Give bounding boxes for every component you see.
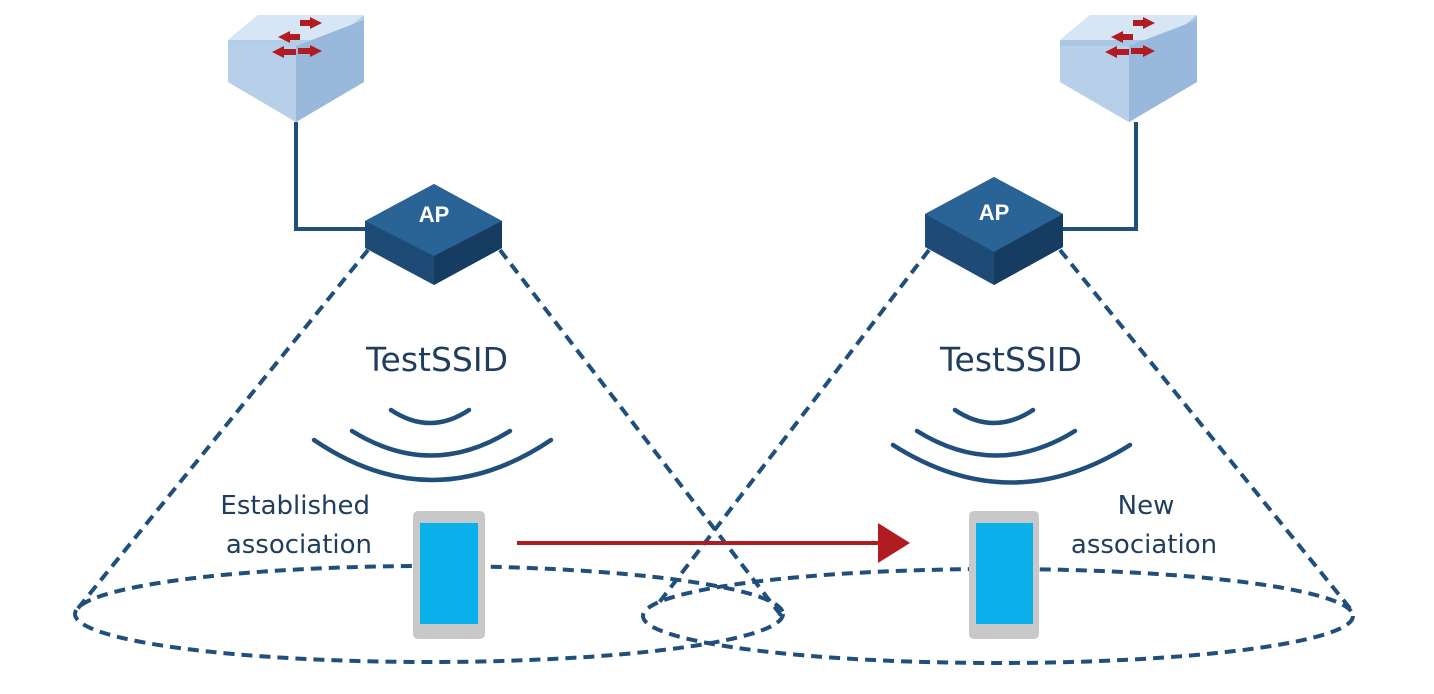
wireless-signal-icon (311, 407, 554, 483)
access-point-icon: AP (925, 177, 1063, 285)
switch-icon (1060, 15, 1197, 122)
coverage-area (641, 567, 1355, 665)
coverage-edge-left (656, 248, 931, 606)
association-label-line1: New (1118, 491, 1175, 521)
coverage-edge-right (1058, 248, 1355, 614)
association-label-line1: Established (220, 491, 370, 521)
switch-icon (228, 15, 364, 122)
ssid-label: TestSSID (365, 340, 508, 379)
ap-label: AP (979, 200, 1010, 225)
access-point-icon: AP (365, 184, 502, 285)
smartphone-icon (969, 511, 1039, 639)
association-label-line2: association (226, 530, 372, 560)
left-cell: AP TestSSID Established association (73, 15, 785, 664)
coverage-edge-left (73, 248, 370, 614)
wireless-signal-icon (890, 407, 1133, 485)
association-label-line2: association (1071, 530, 1217, 560)
right-cell: AP TestSSID New association (641, 15, 1355, 665)
ap-label: AP (419, 202, 450, 227)
uplink-cable (294, 122, 365, 231)
coverage-edge-right (498, 248, 785, 620)
uplink-cable (1063, 122, 1138, 231)
smartphone-icon (413, 511, 485, 639)
ssid-label: TestSSID (939, 340, 1082, 379)
